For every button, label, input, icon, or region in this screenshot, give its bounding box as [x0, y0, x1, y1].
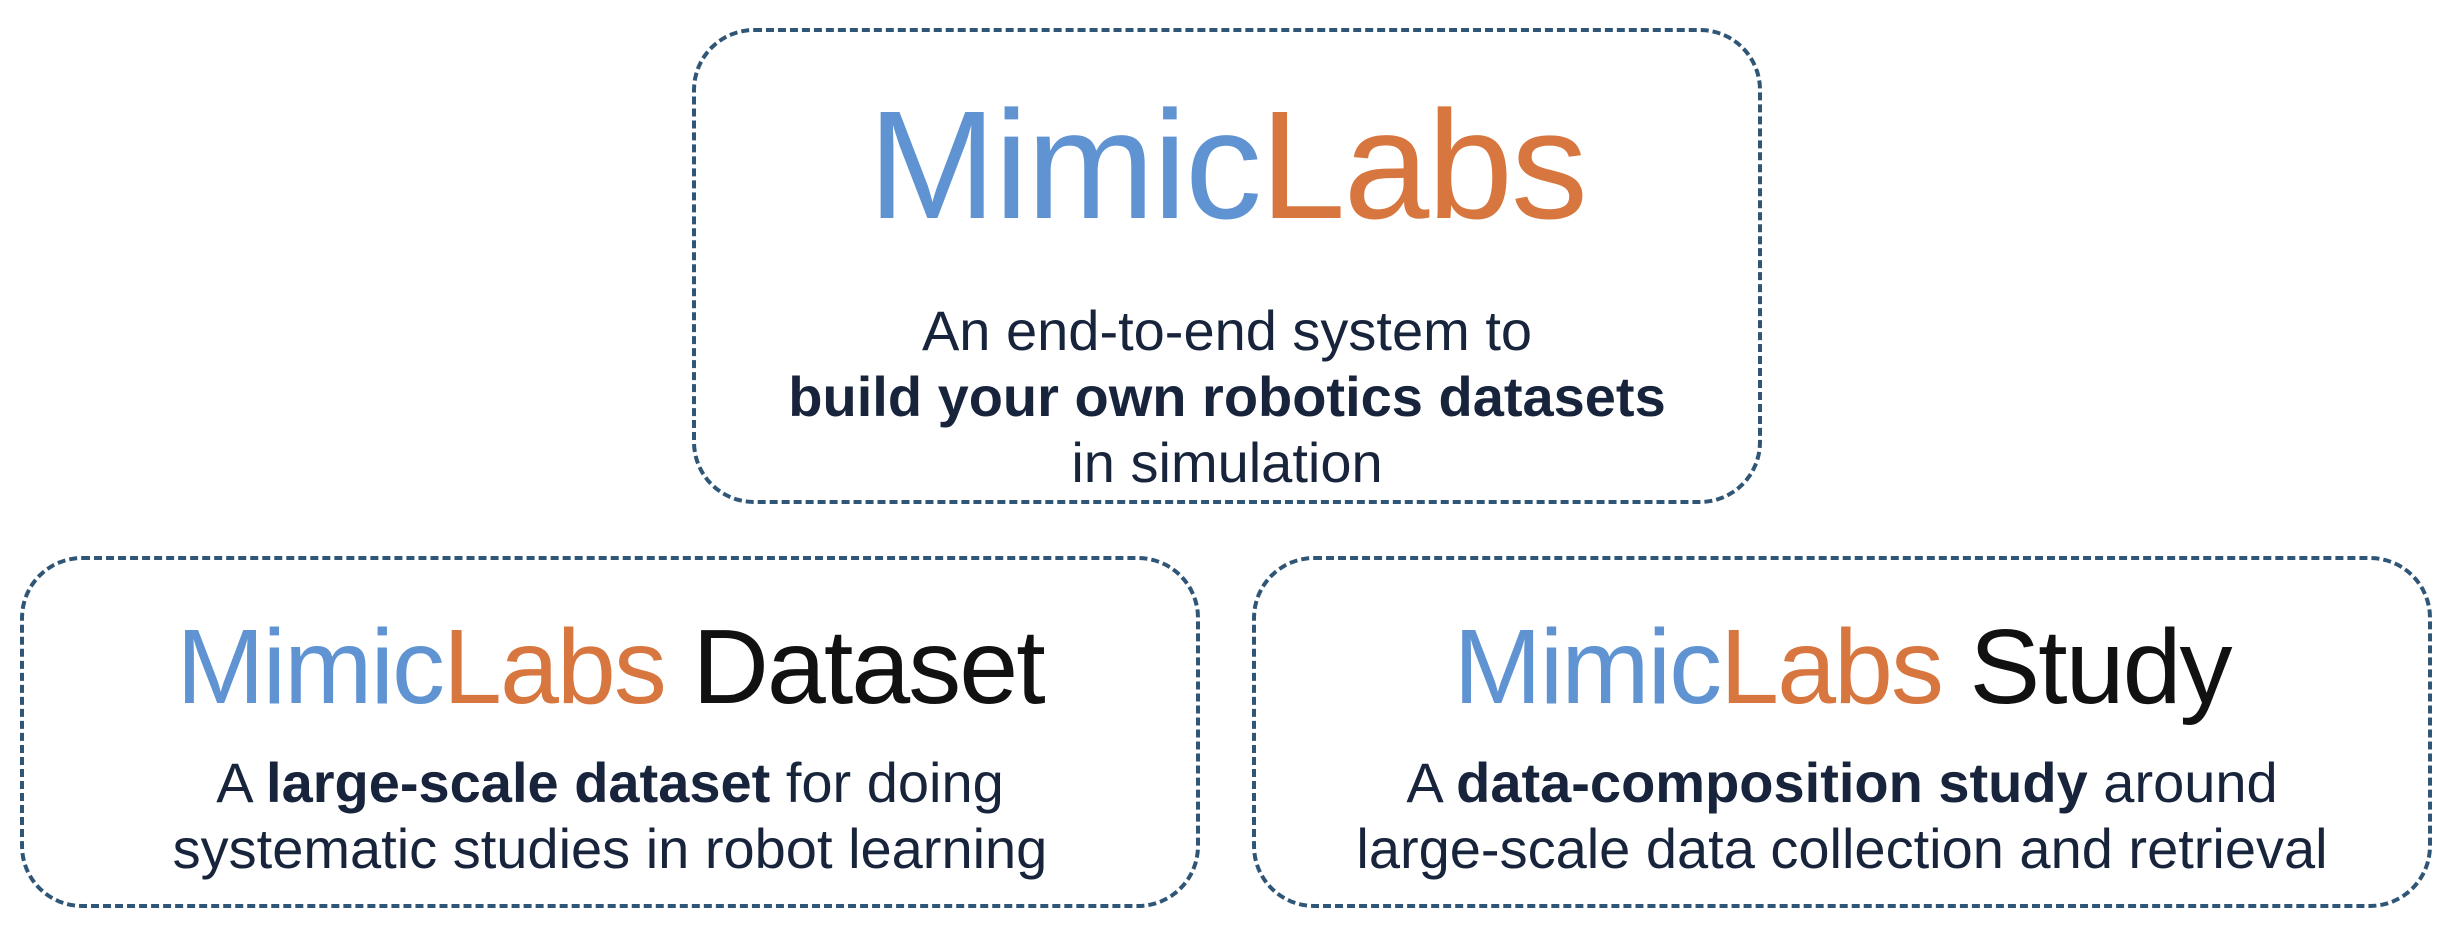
study-description: A data-composition study around large-sc… [1256, 750, 2428, 882]
title-mimic-text: Mimic [868, 79, 1262, 251]
system-description-bold: build your own robotics datasets [788, 365, 1666, 428]
title-labs-text: Labs [1260, 79, 1588, 251]
system-description: An end-to-end system to build your own r… [696, 298, 1758, 496]
mimiclabs-study-title: MimicLabs Study [1256, 614, 2428, 720]
dataset-description-pre: A [216, 751, 267, 814]
system-description-line-2: build your own robotics datasets [696, 364, 1758, 430]
mimiclabs-dataset-title: MimicLabs Dataset [24, 614, 1196, 720]
dataset-description-line-2: systematic studies in robot learning [172, 817, 1048, 880]
dataset-description-bold: large-scale dataset [266, 751, 771, 814]
study-description-pre: A [1406, 751, 1457, 814]
mimiclabs-system-box: MimicLabs An end-to-end system to build … [692, 28, 1762, 504]
dataset-title-suffix: Dataset [692, 608, 1045, 726]
dataset-description: A large-scale dataset for doing systemat… [24, 750, 1196, 882]
study-title-labs-text: Labs [1720, 608, 1944, 726]
mimiclabs-dataset-box: MimicLabs Dataset A large-scale dataset … [20, 556, 1200, 908]
study-title-suffix: Study [1969, 608, 2232, 726]
study-description-line-2: large-scale data collection and retrieva… [1356, 817, 2328, 880]
study-description-bold: data-composition study [1456, 751, 2088, 814]
study-description-line-1: A data-composition study around [1256, 750, 2428, 816]
dataset-description-line-1: A large-scale dataset for doing [24, 750, 1196, 816]
dataset-description-post: for doing [770, 751, 1004, 814]
study-title-mimic-text: Mimic [1453, 608, 1722, 726]
dataset-title-mimic-text: Mimic [176, 608, 445, 726]
study-description-post: around [2087, 751, 2278, 814]
dataset-title-labs-text: Labs [443, 608, 667, 726]
mimiclabs-study-box: MimicLabs Study A data-composition study… [1252, 556, 2432, 908]
mimiclabs-title: MimicLabs [696, 88, 1758, 242]
system-description-line-1: An end-to-end system to [921, 299, 1533, 362]
system-description-line-3: in simulation [1071, 431, 1383, 494]
